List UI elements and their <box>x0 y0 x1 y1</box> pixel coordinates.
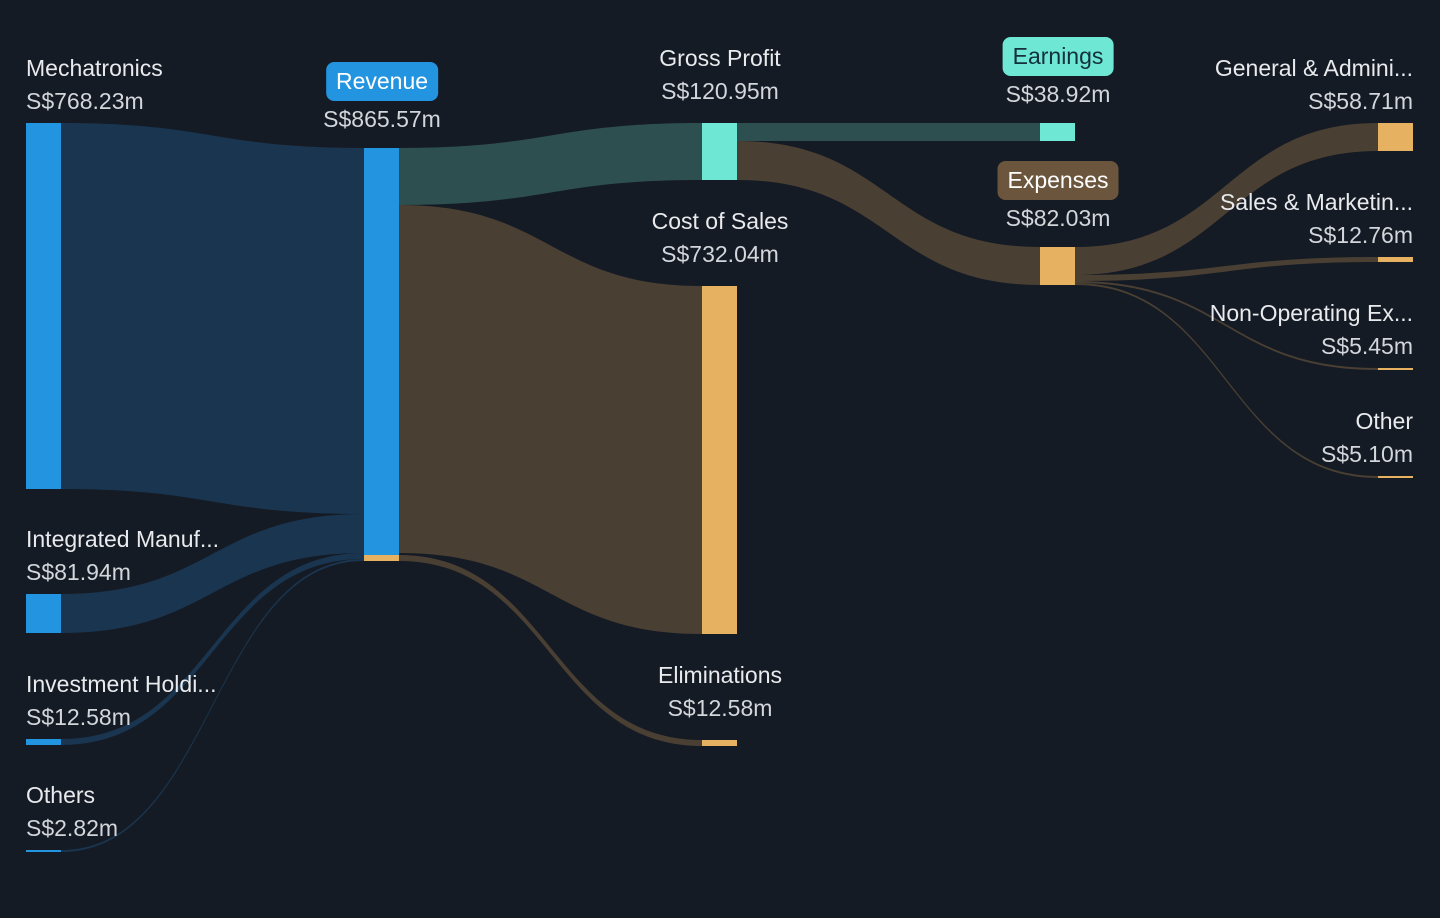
node-label-sm: Sales & Marketin...S$12.76m <box>1219 189 1413 248</box>
node-rev-eliminations-segment <box>364 555 399 561</box>
link-gp-exp <box>737 141 1040 285</box>
node-imfg[interactable] <box>26 594 61 633</box>
node-exp[interactable] <box>1040 247 1075 285</box>
node-other[interactable] <box>1378 476 1413 478</box>
link-rev-elim <box>399 555 702 746</box>
node-earn[interactable] <box>1040 123 1075 141</box>
node-nonop[interactable] <box>1378 368 1413 370</box>
node-label-imfg: Integrated Manuf...S$81.94m <box>26 526 220 585</box>
node-mech[interactable] <box>26 123 61 489</box>
link-exp-ga <box>1075 123 1378 275</box>
node-label-ga: General & Admini...S$58.71m <box>1214 55 1413 114</box>
link-exp-sm <box>1075 257 1378 281</box>
link-exp-nonop <box>1075 281 1378 370</box>
node-gp[interactable] <box>702 123 737 180</box>
node-inv[interactable] <box>26 739 61 745</box>
link-rev-gp <box>399 123 702 205</box>
link-mech-rev <box>61 123 364 514</box>
node-oth[interactable] <box>26 850 61 852</box>
node-label-nonop: Non-Operating Ex...S$5.45m <box>1209 300 1413 359</box>
node-elim[interactable] <box>702 740 737 746</box>
link-oth-rev <box>61 559 364 852</box>
link-rev-cos <box>399 205 702 634</box>
link-gp-earn <box>737 123 1040 141</box>
link-inv-rev <box>61 553 364 745</box>
link-imfg-rev <box>61 514 364 633</box>
link-exp-other <box>1075 283 1378 478</box>
node-ga[interactable] <box>1378 123 1413 151</box>
node-label-inv: Investment Holdi...S$12.58m <box>26 671 217 730</box>
node-cos[interactable] <box>702 286 737 634</box>
node-sm[interactable] <box>1378 257 1413 262</box>
node-rev[interactable] <box>364 148 399 555</box>
